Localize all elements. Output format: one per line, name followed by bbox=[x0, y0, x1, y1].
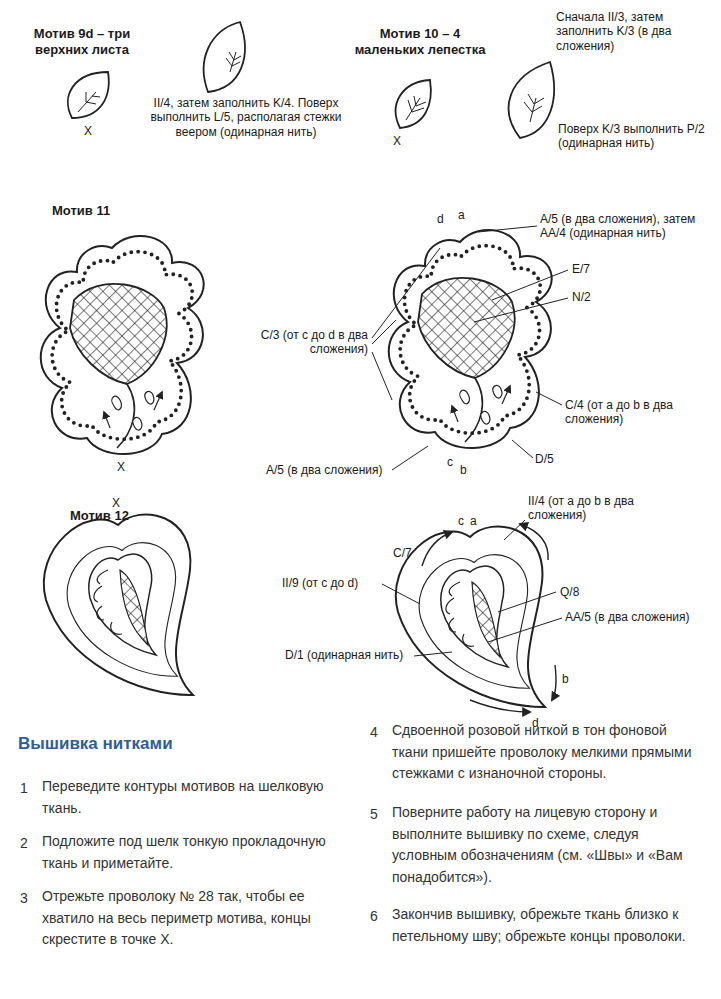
stitch-note: N/2 bbox=[572, 290, 591, 304]
stitch-note: A/5 (в два сложения), затем AA/4 (одинар… bbox=[540, 212, 710, 241]
stitch-note: D/1 (одинарная нить) bbox=[285, 648, 403, 662]
heart-motif bbox=[44, 514, 193, 695]
stitch-direction-arrow bbox=[422, 532, 452, 566]
heart-motif bbox=[396, 526, 545, 707]
leader-line bbox=[372, 352, 392, 400]
stitch-note: C/3 (от c до d в два сложения) bbox=[250, 328, 368, 357]
point-letter: a bbox=[458, 208, 465, 222]
point-letter: d bbox=[437, 212, 444, 226]
stitch-note: II/9 (от c до d) bbox=[282, 576, 358, 590]
point-letter: b bbox=[460, 463, 467, 477]
point-mark: X bbox=[393, 134, 401, 148]
point-mark: X bbox=[112, 496, 120, 510]
petal-10 bbox=[406, 96, 426, 120]
leader-line bbox=[474, 298, 568, 322]
stitch-note: Сначала II/3, затем заполнить K/3 (в два… bbox=[556, 10, 716, 53]
leader-line bbox=[372, 320, 396, 344]
step-text: Закончив вышивку, обрежьте ткань близко … bbox=[392, 904, 704, 947]
point-mark: X bbox=[84, 124, 92, 138]
leader-line bbox=[392, 446, 428, 470]
leader-line bbox=[414, 652, 452, 656]
leaf-9d bbox=[78, 92, 100, 112]
stitch-note: E/7 bbox=[572, 262, 590, 276]
leader-line bbox=[488, 618, 562, 642]
stitch-note: C/4 (от a до b в два сложения) bbox=[565, 398, 715, 427]
step-number: 5 bbox=[370, 804, 378, 826]
leader-line bbox=[382, 584, 420, 604]
motif-title: Мотив 9d – три верхних листа bbox=[18, 26, 146, 57]
stitch-note: II/4 (от a до b в два сложения) bbox=[528, 494, 678, 523]
step-number: 6 bbox=[370, 906, 378, 928]
stitch-note: D/5 bbox=[535, 452, 554, 466]
motif-title: Мотив 11 bbox=[52, 203, 110, 219]
point-letter: c bbox=[458, 514, 464, 528]
stitch-direction-arrow bbox=[470, 700, 530, 712]
leaf-9d bbox=[204, 22, 245, 92]
leader-line bbox=[512, 440, 533, 458]
stitch-direction-arrow bbox=[520, 524, 548, 560]
step-text: Отрежьте проволоку № 28 так, чтобы ее хв… bbox=[42, 886, 334, 951]
stitch-direction-arrow bbox=[552, 665, 556, 700]
motif-title: Мотив 12 bbox=[70, 508, 129, 524]
stitch-note: C/7 bbox=[393, 546, 412, 560]
point-letter: c bbox=[447, 455, 453, 469]
step-text: Переведите контуры мотивов на шелковую т… bbox=[42, 776, 334, 819]
section-heading: Вышивка нитками bbox=[18, 734, 173, 754]
leader-line bbox=[498, 592, 556, 612]
petal-10 bbox=[396, 80, 431, 128]
petal-10 bbox=[524, 94, 544, 122]
leaf-9d bbox=[226, 52, 241, 72]
stitch-note: AA/5 (в два сложения) bbox=[565, 610, 690, 624]
motif-title: Мотив 10 – 4 маленьких лепестка bbox=[350, 26, 490, 57]
step-number: 1 bbox=[20, 778, 28, 800]
stitch-note: II/4, затем заполнить K/4. Поверх выполн… bbox=[146, 96, 346, 139]
stitch-note: Поверх K/3 выполнить P/2 (одинарная нить… bbox=[558, 122, 708, 151]
petal-10 bbox=[396, 62, 554, 138]
leader-line bbox=[492, 270, 568, 300]
leader-line bbox=[372, 226, 568, 656]
step-text: Подложите под шелк тонкую прокладочную т… bbox=[42, 831, 334, 874]
leaf-9d bbox=[68, 72, 109, 118]
leader-line bbox=[372, 248, 440, 338]
step-text: Сдвоенной розовой ниткой в тон фоновой т… bbox=[392, 720, 704, 785]
leader-line bbox=[478, 226, 537, 232]
step-number: 4 bbox=[370, 722, 378, 744]
stitch-note: Q/8 bbox=[560, 585, 579, 599]
flower-motif bbox=[41, 236, 204, 454]
flower-motif bbox=[389, 230, 552, 448]
leader-line bbox=[504, 520, 525, 540]
point-letter: b bbox=[562, 672, 569, 686]
step-text: Поверните работу на лицевую сторону и вы… bbox=[392, 802, 704, 889]
stitch-direction-arrow bbox=[422, 524, 556, 712]
step-number: 3 bbox=[20, 888, 28, 910]
point-letter: a bbox=[470, 514, 477, 528]
leader-line bbox=[536, 392, 562, 405]
point-mark: X bbox=[117, 460, 125, 474]
step-number: 2 bbox=[20, 833, 28, 855]
stitch-note: A/5 (в два сложения) bbox=[266, 463, 383, 477]
petal-10 bbox=[509, 62, 554, 138]
